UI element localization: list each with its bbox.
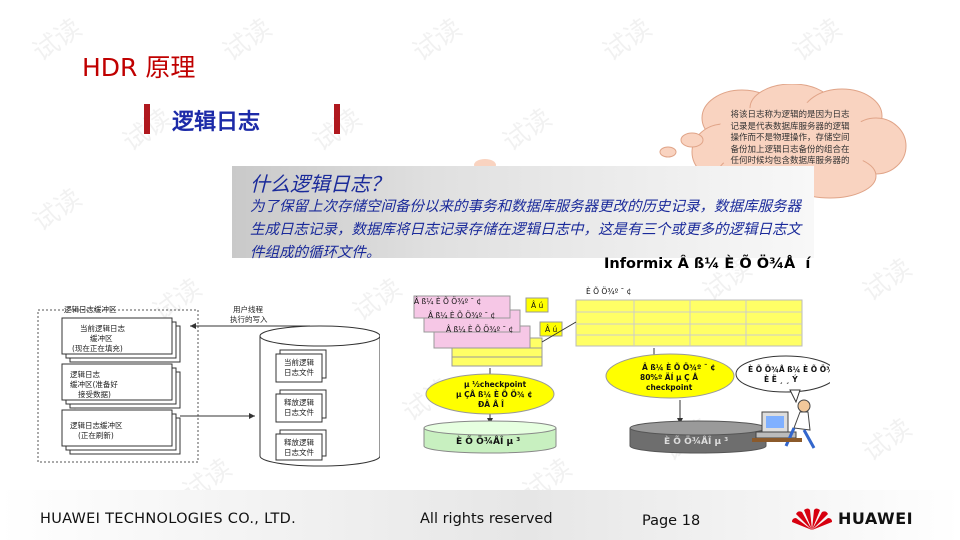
disk-current-line-2: 日志文件 — [284, 367, 314, 377]
buffer-area-frame — [37, 309, 199, 463]
buffer-waiting-line-3: 接受数据) — [78, 389, 111, 399]
disk-file-2-line-2: 日志文件 — [284, 447, 314, 457]
checkpoint-left-line-1: µ ½checkpoint — [464, 380, 527, 389]
disk-file-1-line-1: 释放逻辑 — [284, 397, 314, 407]
footer-company: HUAWEI TECHNOLOGIES CO., LTD. — [40, 511, 296, 527]
heading-bar-right — [334, 104, 340, 134]
worker-at-computer-illustration — [752, 399, 816, 449]
buffer-waiting-line-1: 逻辑日志 — [70, 369, 100, 379]
buffer-flushing-line-2: (正在刷新) — [78, 430, 114, 440]
buffer-current-stack: 当前逻辑日志 缓冲区 (现在正在填充) — [61, 317, 181, 363]
huawei-logo-icon — [792, 508, 832, 530]
buffer-current-line-3: (现在正在填充) — [72, 343, 123, 353]
checkpoint-right-line-1: Â ß¼­ È Õ Ö¾º ¯ ¢ — [642, 363, 715, 372]
heading-bar-left — [144, 104, 150, 134]
buffer-current-line-2: 缓冲区 — [90, 333, 113, 343]
log-disk-right: È Õ Ö¾ÅÎ µ ³ — [629, 420, 767, 454]
disk-file-1-line-2: 日志文件 — [284, 407, 314, 417]
buffer-label-3: Â ß¼­ È Õ Ö¾º ¯ ¢ — [446, 325, 513, 334]
buffer-label-1: Â ß¼­ È Õ Ö¾º ¯ ¢ — [414, 297, 481, 306]
tag-box-1 — [525, 297, 549, 313]
buffer-flushing-line-1: 逻辑日志缓冲区 — [70, 420, 123, 430]
informix-diagram-title: Informix Â ß¼­ È Õ Ö¾Å ­ í — [604, 256, 811, 272]
checkpoint-right-line-2: 80%º ÄÍ µ Ç Å — [640, 373, 698, 382]
user-thread-line-1: 用户线程 — [233, 304, 263, 314]
buffer-flushing-stack: 逻辑日志缓冲区 (正在刷新) — [61, 409, 181, 455]
user-thread-line-2: 执行的写入 — [230, 314, 268, 324]
footer-rights: All rights reserved — [420, 511, 553, 527]
checkpoint-left-line-3: ÐÂ Å Î — [478, 400, 504, 409]
question-panel — [232, 166, 814, 258]
informix-log-diagram: Â ß¼­ È Õ Ö¾º ¯ ¢ Â ß¼­ È Õ Ö¾º ¯ ¢ Â ß¼… — [413, 287, 830, 454]
checkpoint-ellipse-left: µ ½checkpoint µ ÇÅ ß¼­ È Õ Ö¾ ¢ ÐÂ Å Î — [425, 373, 555, 415]
buffer-label-2: Â ß¼­ È Õ Ö¾º ¯ ¢ — [428, 311, 495, 320]
page-title: HDR 原理 — [82, 53, 196, 82]
question-title: 什么逻辑日志？ — [250, 172, 390, 196]
cloud-tail — [659, 132, 704, 158]
checkpoint-ellipse-right: Â ß¼­ È Õ Ö¾º ¯ ¢ 80%º ÄÍ µ Ç Å checkpoi… — [605, 353, 735, 399]
watermark-text: 试读 — [857, 413, 918, 468]
watermark-text: 试读 — [27, 13, 88, 68]
footer-brand: HUAWEI — [838, 509, 914, 528]
checkpoint-left-line-2: µ ÇÅ ß¼­ È Õ Ö¾ ¢ — [456, 390, 533, 399]
buffer-waiting-stack: 逻辑日志 缓冲区(准备好 接受数据) — [61, 363, 181, 409]
checkpoint-right-line-3: checkpoint — [646, 383, 693, 392]
watermark-text: 试读 — [787, 13, 848, 68]
watermark-text: 试读 — [407, 13, 468, 68]
watermark-text: 试读 — [857, 253, 918, 308]
section-heading: 逻辑日志 — [172, 110, 261, 135]
tag-label-2: Â ú — [545, 325, 558, 334]
log-disk-cylinder: 当前逻辑 日志文件 释放逻辑 日志文件 释放逻辑 日志文件 — [259, 325, 380, 467]
tag-label-1: Â ú — [531, 301, 544, 310]
watermark-text: 试读 — [217, 13, 278, 68]
watermark-text: 试读 — [27, 183, 88, 238]
log-disk-left: È Õ Ö¾ÅÎ µ ³ — [423, 420, 557, 454]
grid-top-label: È Õ Ö¾º ¯ ¢ — [586, 287, 631, 296]
tag-box-2 — [539, 321, 563, 337]
disk-right-label: È Õ Ö¾ÅÎ µ ³ — [664, 435, 728, 447]
disk-file-2-line-1: 释放逻辑 — [284, 437, 314, 447]
buffer-current-line-1: 当前逻辑日志 — [80, 323, 125, 333]
speech-line-1: È Õ Ö¾Å ß¼­ È Õ Ö¾º — [748, 365, 830, 374]
speech-bubble: È Õ Ö¾Å ß¼­ È Õ Ö¾º È Ë ¸ ¸ Ý — [735, 355, 830, 404]
speech-line-2: È Ë ¸ ¸ Ý — [764, 375, 798, 384]
buffer-stack-right: Â ß¼­ È Õ Ö¾º ¯ ¢ Â ß¼­ È Õ Ö¾º ¯ ¢ Â ß¼… — [413, 295, 543, 367]
watermark-text: 试读 — [597, 13, 658, 68]
disk-current-line-1: 当前逻辑 — [284, 357, 314, 367]
logical-log-buffer-diagram: 逻辑日志缓冲区 当前逻辑日志 缓冲区 (现在正在填充) 逻辑日志 缓冲区(准备好… — [37, 304, 380, 467]
watermark-text: 试读 — [497, 103, 558, 158]
buffer-waiting-line-2: 缓冲区(准备好 — [70, 379, 118, 389]
disk-left-label: È Õ Ö¾ÅÎ µ ³ — [456, 435, 520, 447]
buffer-area-title: 逻辑日志缓冲区 — [64, 304, 117, 314]
question-body: 为了保留上次存储空间备份以来的事务和数据库服务器更改的历史记录，数据库服务器生成… — [250, 199, 801, 261]
log-grid-large — [575, 299, 803, 347]
page-number: Page 18 — [642, 513, 701, 529]
